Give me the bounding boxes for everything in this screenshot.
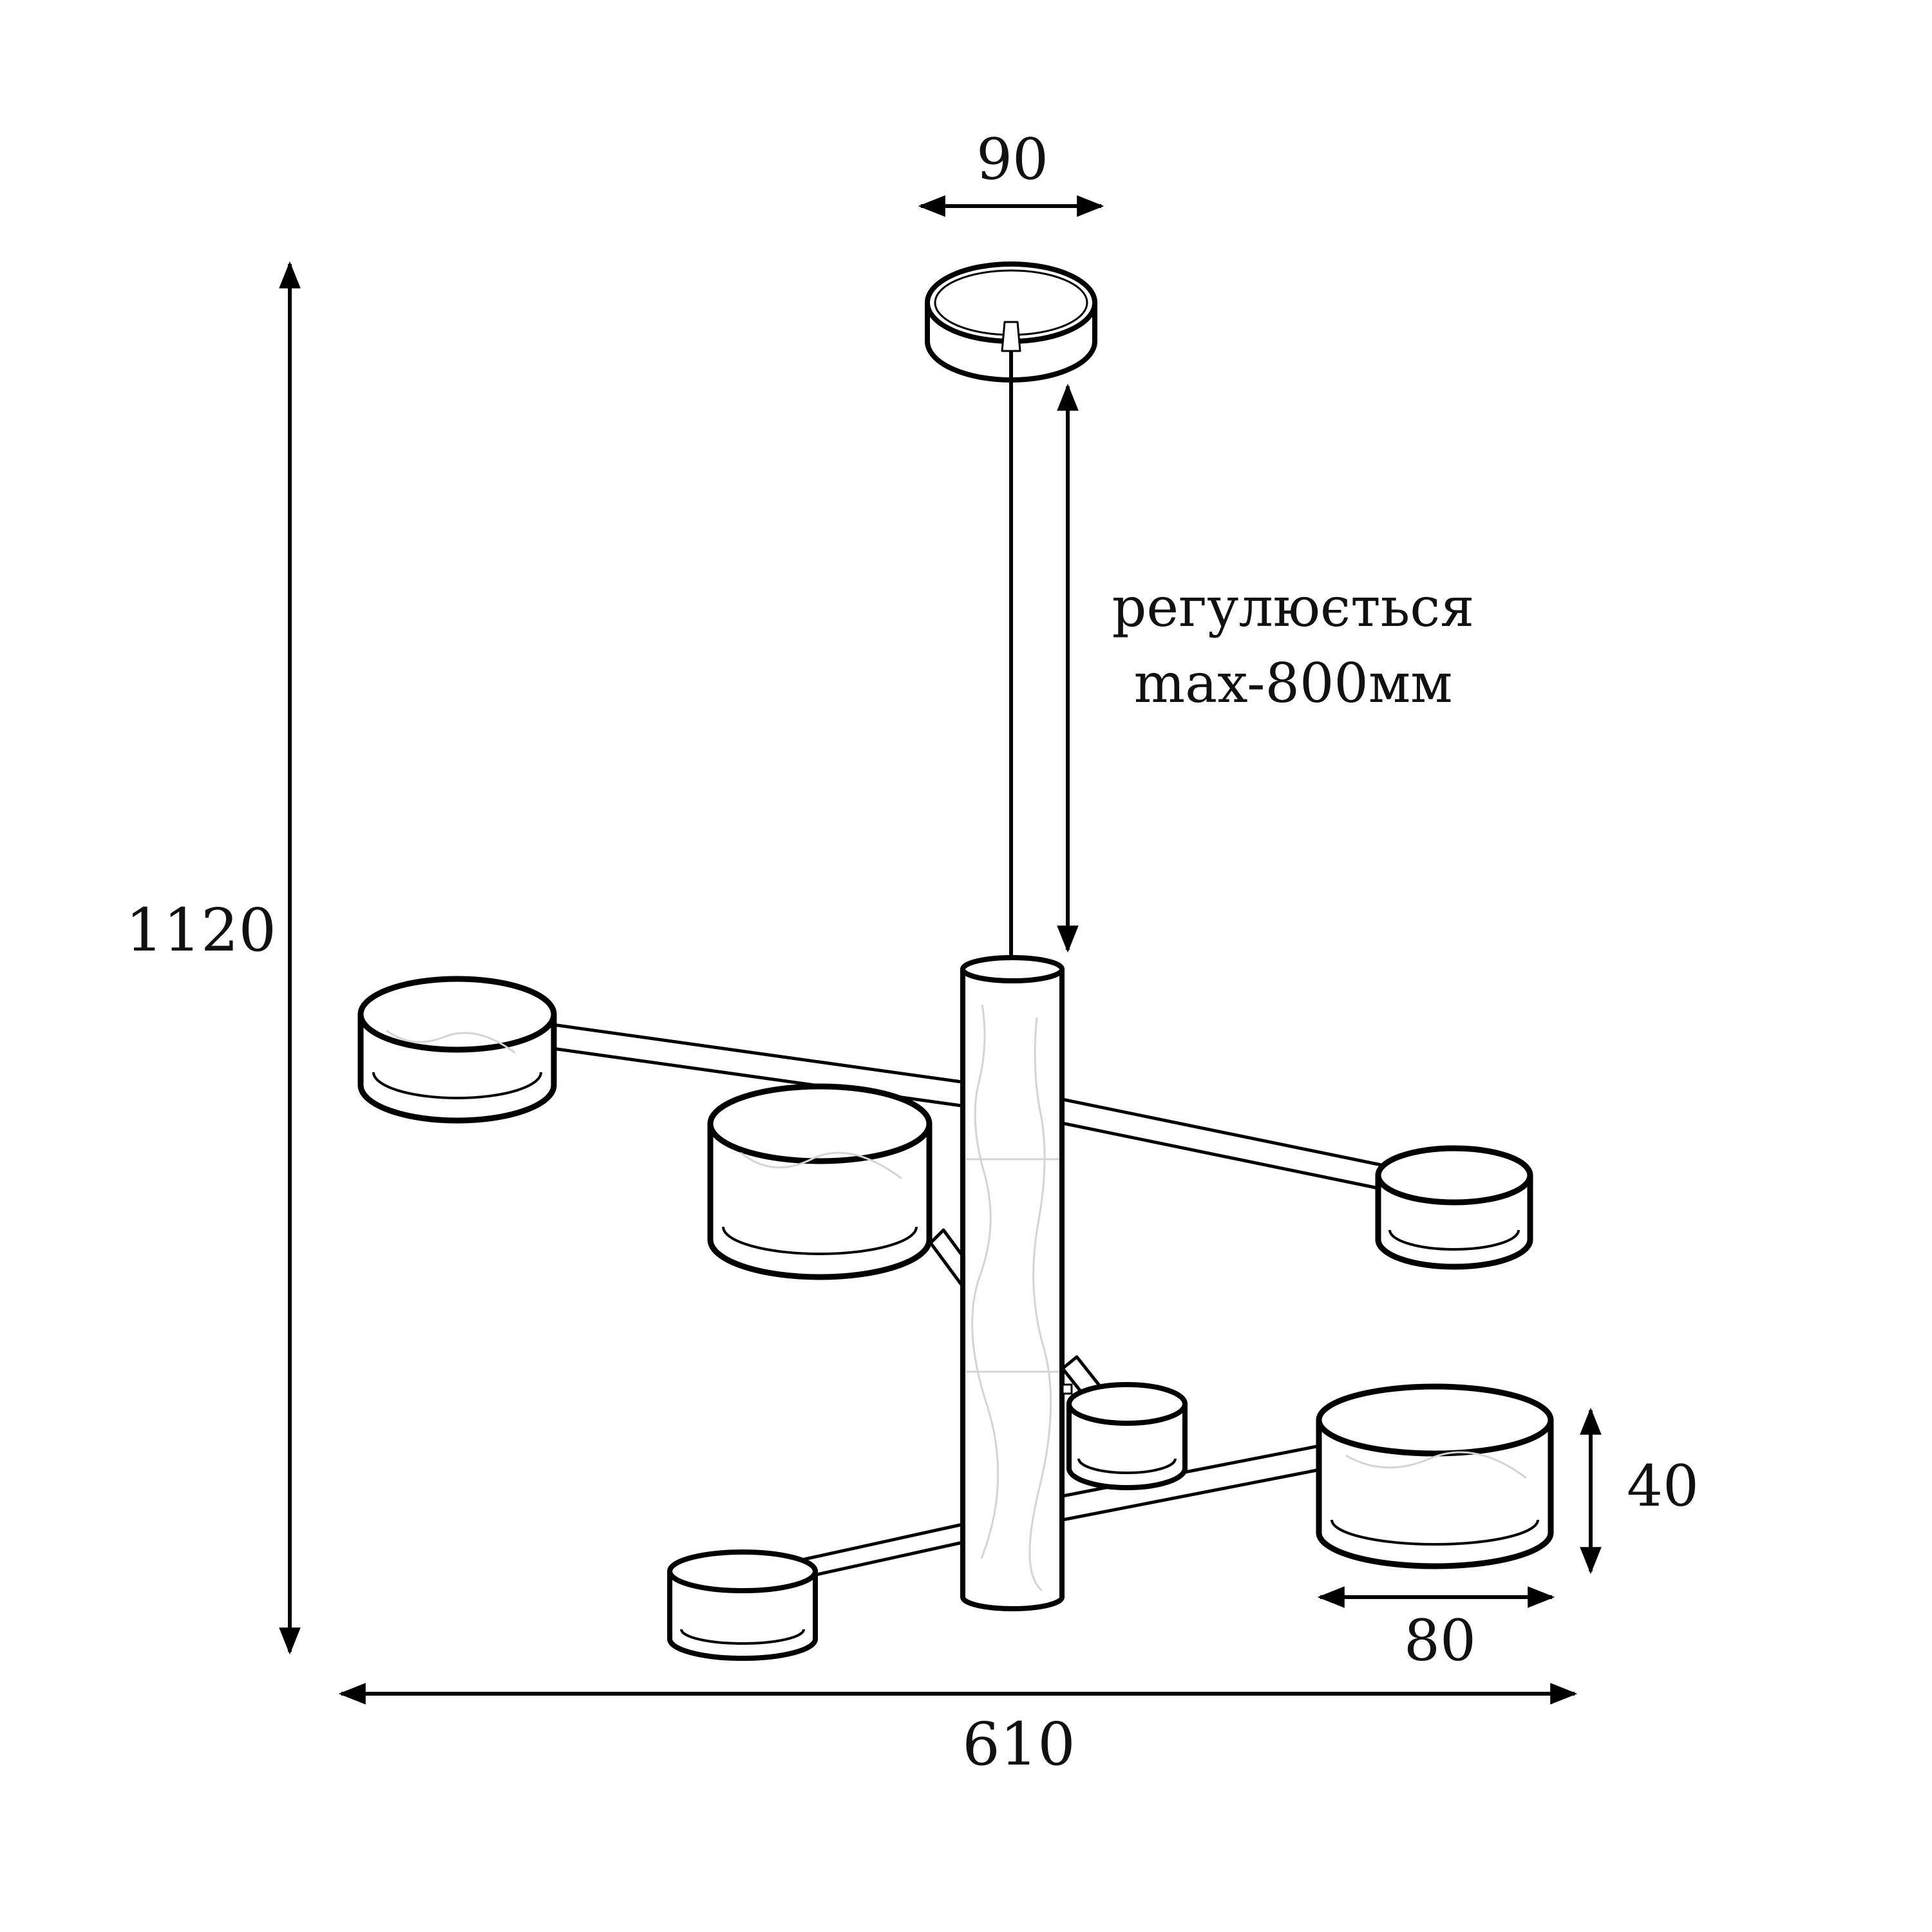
shade-upper-left [357, 976, 557, 1124]
adjustable-label-line1: регулюється [1112, 576, 1475, 639]
ceiling-canopy [925, 261, 1097, 383]
shade-middle-left [707, 1083, 933, 1280]
shade-lower-right [1316, 1383, 1554, 1569]
upper-arms [523, 1019, 1387, 1191]
shade-lower-center [1061, 1382, 1188, 1490]
shade-upper-right [1375, 1145, 1533, 1270]
central-column [960, 955, 1065, 1611]
shade-lower-left [667, 1549, 818, 1661]
total-height-label: 1120 [126, 896, 276, 965]
total-width-label: 610 [962, 1710, 1075, 1779]
canopy-width-label: 90 [976, 126, 1048, 193]
shade-width-label: 80 [1404, 1607, 1476, 1674]
adjustable-label-line2: max-800мм [1133, 652, 1452, 715]
shade-height-label: 40 [1627, 1453, 1699, 1519]
